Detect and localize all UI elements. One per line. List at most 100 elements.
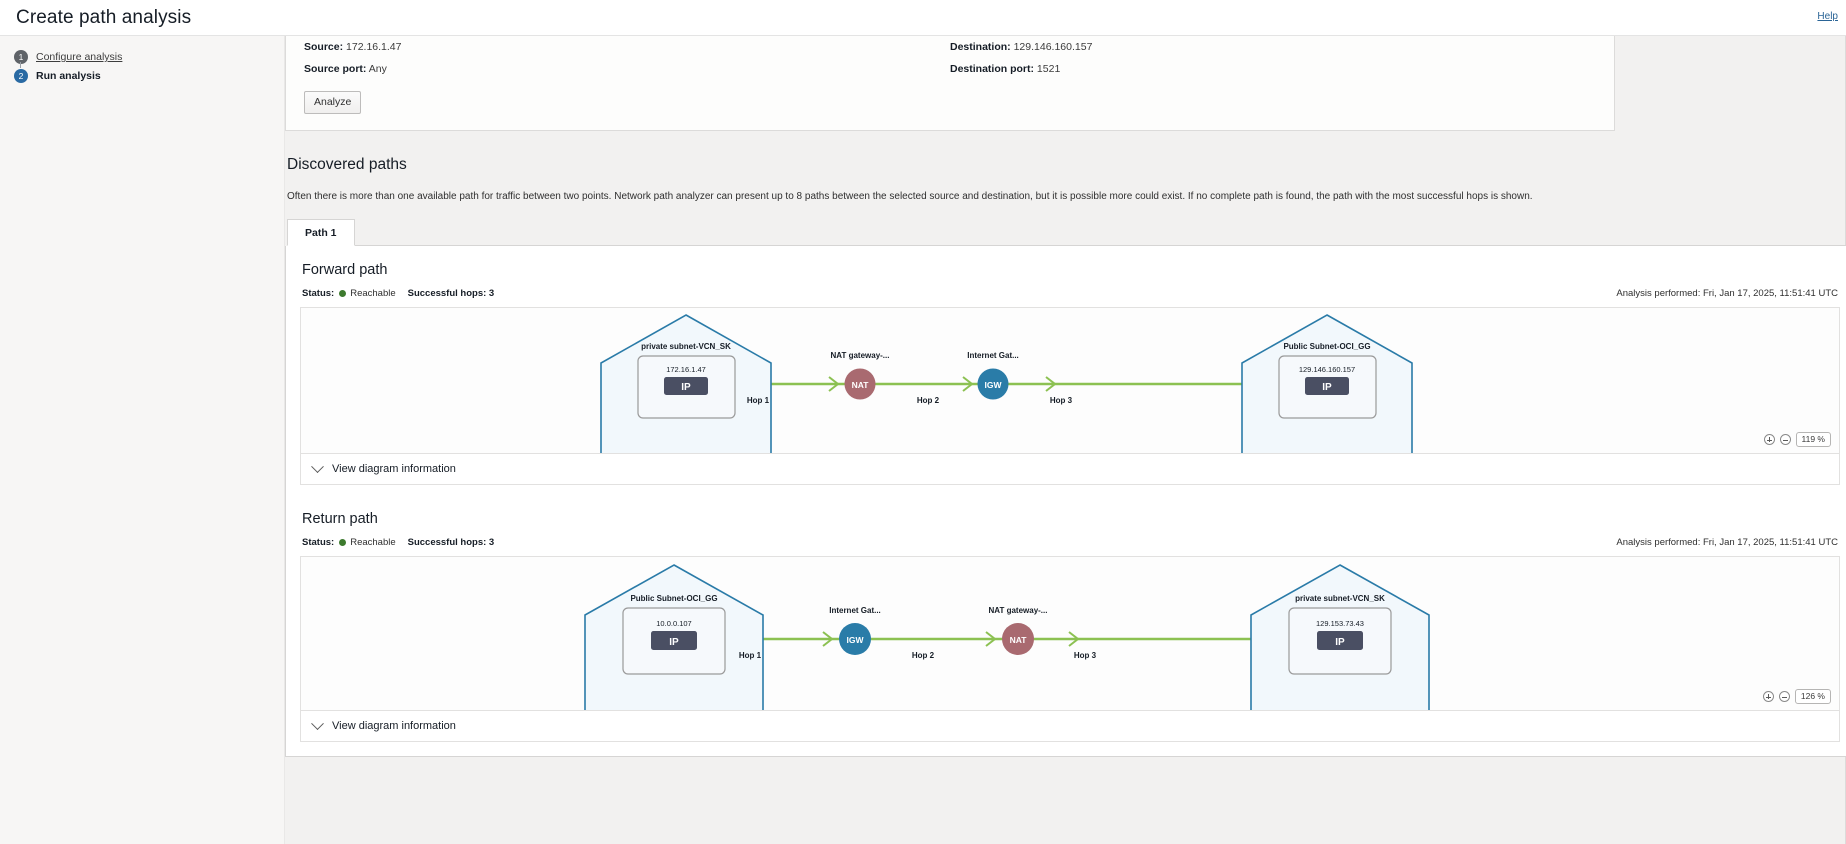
return-path-graph: OCI_GG Public Subnet-OCI_GG 10.0.0.107 I… — [584, 564, 1430, 710]
zoom-in-icon[interactable] — [1762, 691, 1774, 702]
app-header: Create path analysis Help — [0, 0, 1846, 36]
forward-expander-label: View diagram information — [332, 463, 456, 475]
nat-gateway-node[interactable] — [1002, 623, 1034, 655]
tab-path-1[interactable]: Path 1 — [287, 219, 355, 246]
discovered-paths-title: Discovered paths — [287, 156, 407, 173]
subnet-right-label: private subnet-VCN_SK — [1295, 594, 1385, 603]
wizard-step-label-run: Run analysis — [36, 70, 101, 82]
source-port-row: Source port: Any — [304, 63, 950, 75]
forward-path-heading: Forward path — [302, 262, 388, 278]
hop-2-label: Hop 2 — [917, 396, 940, 405]
arrow-icon-hop1 — [828, 376, 840, 392]
forward-path-status-row: Status: Reachable Successful hops: 3 Ana… — [302, 288, 1838, 299]
igw-node-glyph: IGW — [847, 635, 865, 645]
analyze-button[interactable]: Analyze — [304, 91, 362, 114]
forward-status-value: Reachable — [350, 288, 396, 299]
internet-gateway-label: Internet Gat... — [829, 606, 881, 615]
zoom-in-icon[interactable] — [1763, 434, 1775, 445]
zoom-out-icon[interactable] — [1778, 691, 1790, 702]
nat-node-glyph: NAT — [852, 380, 870, 390]
wizard-steps: 1 Configure analysis 2 Run analysis — [0, 36, 285, 844]
wizard-step-configure-analysis[interactable]: 1 Configure analysis — [14, 48, 284, 68]
forward-zoom-level[interactable]: 119 % — [1795, 432, 1831, 447]
destination-ip-label: 129.153.73.43 — [1316, 619, 1364, 628]
return-status-value: Reachable — [350, 537, 396, 548]
destination-port-value: 1521 — [1036, 63, 1061, 75]
path-1-panel: Forward path Status: Reachable Successfu… — [285, 246, 1846, 757]
hop-1-label: Hop 1 — [747, 396, 770, 405]
return-path-status-row: Status: Reachable Successful hops: 3 Ana… — [302, 537, 1838, 548]
summary-source-column: Source: 172.16.1.47 Source port: Any Ana… — [304, 41, 950, 114]
page-body: 1 Configure analysis 2 Run analysis Sour… — [0, 36, 1846, 844]
hop-2-label: Hop 2 — [912, 651, 935, 660]
hop-3-label: Hop 3 — [1050, 396, 1073, 405]
discovered-paths-description: Often there is more than one available p… — [287, 191, 1533, 202]
forward-view-diagram-information[interactable]: View diagram information — [300, 454, 1840, 485]
source-label: Source: — [304, 41, 344, 53]
ip-badge-left-bg — [664, 377, 708, 395]
destination-row: Destination: 129.146.160.157 — [950, 41, 1596, 53]
ip-badge-left-bg — [651, 631, 697, 650]
zoom-out-icon[interactable] — [1779, 434, 1791, 445]
step-connector — [20, 62, 21, 68]
subnet-right-label: Public Subnet-OCI_GG — [1283, 342, 1370, 351]
forward-status-label: Status: — [302, 288, 335, 299]
return-view-diagram-information[interactable]: View diagram information — [300, 711, 1840, 742]
source-ip-label: 172.16.1.47 — [666, 365, 706, 374]
internet-gateway-node[interactable] — [839, 623, 871, 655]
ip-badge-right-bg — [1305, 377, 1349, 395]
internet-gateway-label: Internet Gat... — [967, 351, 1019, 360]
subnet-left-label: Public Subnet-OCI_GG — [630, 594, 717, 603]
source-row: Source: 172.16.1.47 — [304, 41, 950, 53]
destination-port-row: Destination port: 1521 — [950, 63, 1596, 75]
destination-value: 129.146.160.157 — [1013, 41, 1093, 53]
status-dot-icon — [339, 539, 347, 546]
forward-hops-label: Successful hops: 3 — [407, 288, 495, 299]
ip-badge-right-bg — [1317, 631, 1363, 650]
chevron-down-icon — [311, 716, 324, 730]
arrow-icon-hop3 — [1045, 376, 1057, 392]
main-content: Source: 172.16.1.47 Source port: Any Ana… — [285, 36, 1846, 844]
analysis-summary-panel: Source: 172.16.1.47 Source port: Any Ana… — [285, 36, 1615, 131]
return-path-diagram[interactable]: OCI_GG Public Subnet-OCI_GG 10.0.0.107 I… — [300, 556, 1840, 711]
destination-port-label: Destination port: — [950, 63, 1034, 75]
forward-path-graph: VCN_SK private subnet-VCN_SK 172.16.1.47… — [600, 314, 1413, 453]
source-port-value: Any — [368, 63, 387, 75]
wizard-step-label-configure[interactable]: Configure analysis — [36, 51, 123, 63]
destination-ip-label: 129.146.160.157 — [1299, 365, 1355, 374]
forward-diagram-zoom-controls: 119 % — [1763, 432, 1831, 447]
step-number-1: 1 — [14, 50, 28, 64]
ip-badge-left: IP — [669, 637, 679, 648]
return-hops-label: Successful hops: 3 — [407, 537, 495, 548]
return-zoom-level[interactable]: 126 % — [1794, 689, 1831, 704]
return-status-label: Status: — [302, 537, 335, 548]
nat-gateway-label: NAT gateway-... — [989, 606, 1048, 615]
return-expander-label: View diagram information — [332, 720, 456, 732]
help-link[interactable]: Help — [1817, 11, 1838, 22]
arrow-icon-hop3 — [1068, 631, 1080, 647]
nat-node-glyph: NAT — [1010, 635, 1028, 645]
wizard-step-run-analysis[interactable]: 2 Run analysis — [14, 67, 284, 85]
nat-gateway-label: NAT gateway-... — [831, 351, 890, 360]
chevron-down-icon — [311, 459, 324, 473]
path-tabs: Path 1 — [287, 219, 1846, 246]
source-ip-label: 10.0.0.107 — [656, 619, 691, 628]
source-value: 172.16.1.47 — [346, 41, 402, 53]
arrow-icon-hop2 — [962, 376, 974, 392]
internet-gateway-node[interactable] — [977, 368, 1009, 400]
summary-destination-column: Destination: 129.146.160.157 Destination… — [950, 41, 1596, 114]
return-diagram-zoom-controls: 126 % — [1762, 689, 1831, 704]
ip-badge-right: IP — [1335, 637, 1345, 648]
ip-badge-left: IP — [681, 382, 691, 393]
hop-1-label: Hop 1 — [739, 651, 762, 660]
destination-label: Destination: — [950, 41, 1011, 53]
return-path-heading: Return path — [302, 511, 378, 527]
return-analysis-timestamp: Analysis performed: Fri, Jan 17, 2025, 1… — [1616, 537, 1838, 548]
ip-badge-right: IP — [1322, 382, 1332, 393]
step-number-2: 2 — [14, 69, 28, 83]
page-title: Create path analysis — [16, 6, 192, 28]
nat-gateway-node[interactable] — [844, 368, 876, 400]
arrow-icon-hop1 — [822, 631, 834, 647]
forward-path-diagram[interactable]: VCN_SK private subnet-VCN_SK 172.16.1.47… — [300, 307, 1840, 454]
hop-3-label: Hop 3 — [1074, 651, 1097, 660]
